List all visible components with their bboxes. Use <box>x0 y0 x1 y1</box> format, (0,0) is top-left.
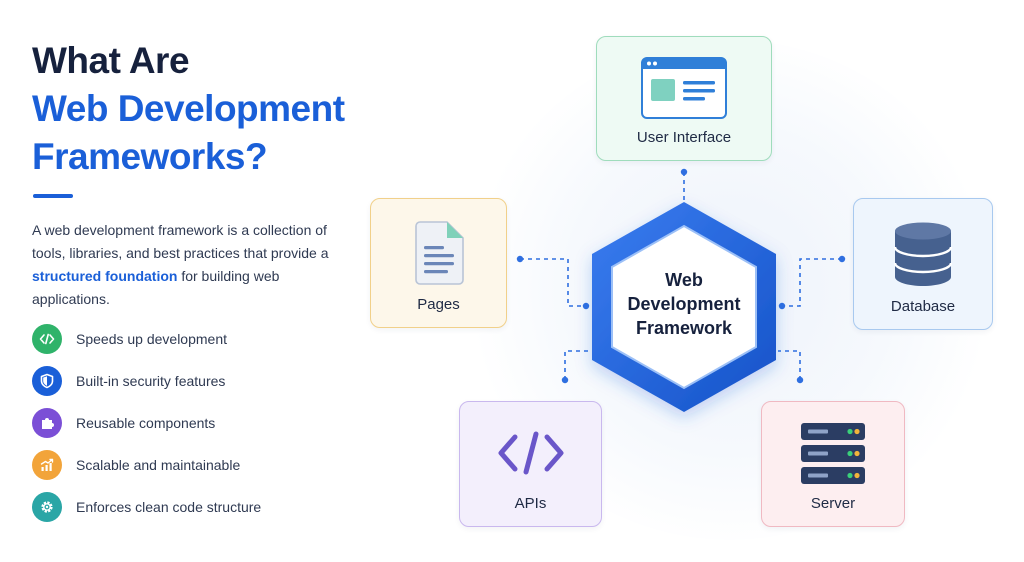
node-label: User Interface <box>636 129 732 146</box>
puzzle-icon <box>32 408 62 438</box>
feature-label: Speeds up development <box>76 331 227 347</box>
node-apis: APIs <box>459 401 602 527</box>
node-label: Database <box>890 298 956 315</box>
description: A web development framework is a collect… <box>32 219 352 311</box>
document-icon <box>414 221 464 285</box>
node-pages: Pages <box>370 198 507 328</box>
feature-item: Reusable components <box>32 408 261 438</box>
feature-label: Reusable components <box>76 415 216 431</box>
framework-hexagon-inner <box>611 224 757 390</box>
center-line-3: Framework <box>635 318 733 338</box>
browser-window-icon <box>641 57 727 119</box>
heading-line-2: Web Development <box>32 88 345 129</box>
gear-icon <box>32 492 62 522</box>
center-line-1: Web <box>665 270 703 290</box>
node-user-interface: User Interface <box>596 36 772 161</box>
description-text-end: for building web applications. <box>32 268 280 307</box>
node-database: Database <box>853 198 993 330</box>
heading-line-1: What Are <box>32 40 190 81</box>
node-label: APIs <box>514 495 547 512</box>
description-highlight: structured foundation <box>32 268 178 284</box>
feature-item: Enforces clean code structure <box>32 492 261 522</box>
framework-center-label: Web Development Framework <box>600 268 768 340</box>
database-icon <box>893 222 953 286</box>
code-brackets-icon <box>498 431 563 475</box>
feature-label: Scalable and maintainable <box>76 457 241 473</box>
heading-accent-bar <box>33 194 73 198</box>
node-label: Server <box>810 495 856 512</box>
feature-item: Speeds up development <box>32 324 261 354</box>
node-label: Pages <box>417 296 460 313</box>
feature-item: Built-in security features <box>32 366 261 396</box>
feature-item: Scalable and maintainable <box>32 450 261 480</box>
feature-label: Built-in security features <box>76 373 226 389</box>
code-icon <box>32 324 62 354</box>
feature-label: Enforces clean code structure <box>76 499 262 515</box>
growth-chart-icon <box>32 450 62 480</box>
feature-list: Speeds up development Built-in security … <box>32 324 261 534</box>
node-server: Server <box>761 401 905 527</box>
center-line-2: Development <box>627 294 741 314</box>
server-rack-icon <box>801 423 865 484</box>
heading-line-3: Frameworks? <box>32 136 268 177</box>
shield-icon <box>32 366 62 396</box>
description-text-start: A web development framework is a collect… <box>32 222 329 261</box>
